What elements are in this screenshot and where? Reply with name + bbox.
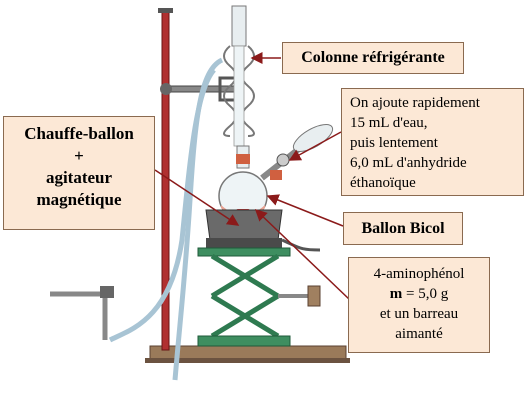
colonne-refrigerante-label: Colonne réfrigérante <box>282 42 464 74</box>
lab-jack <box>197 247 321 347</box>
label-arrows <box>154 52 351 301</box>
ajoute-line-4: 6,0 mL d'anhydride <box>350 155 467 171</box>
amino-line-1: 4-aminophénol <box>373 266 465 282</box>
chauffe-line-3: agitateur <box>45 168 113 187</box>
chauffe-line-2: + <box>74 146 84 165</box>
addition-funnel <box>260 124 334 181</box>
amino-line-4: aimanté <box>395 326 443 342</box>
ajoute-line-1: On ajoute rapidement <box>350 95 480 111</box>
amino-line-2: m = 5,0 g <box>349 284 489 304</box>
ajoute-line-2: 15 mL d'eau, <box>350 115 428 131</box>
chauffe-line-1: Chauffe-ballon <box>24 124 134 143</box>
aminophenol-label: 4-aminophénol m = 5,0 g et un barreau ai… <box>348 257 490 353</box>
water-tubes <box>50 57 224 381</box>
mass-value: = 5,0 g <box>402 286 449 302</box>
arrow-amino <box>254 208 351 301</box>
condenser-column <box>223 5 255 147</box>
arrow-ajoute <box>288 131 342 161</box>
chauffe-ballon-label: Chauffe-ballon + agitateur magnétique <box>3 116 155 230</box>
ajoute-line-3: puis lentement <box>350 135 438 151</box>
mass-symbol: m <box>389 286 403 302</box>
ajoute-line-5: éthanoïque <box>350 175 416 191</box>
ajout-reactifs-label: On ajoute rapidement 15 mL d'eau, puis l… <box>341 88 524 196</box>
arrow-chauffe <box>154 169 240 226</box>
two-neck-flask <box>218 145 268 221</box>
chauffe-line-4: magnétique <box>36 190 122 209</box>
ballon-bicol-label: Ballon Bicol <box>343 212 463 245</box>
arrow-ballon <box>266 194 344 227</box>
amino-line-3: et un barreau <box>379 306 459 322</box>
